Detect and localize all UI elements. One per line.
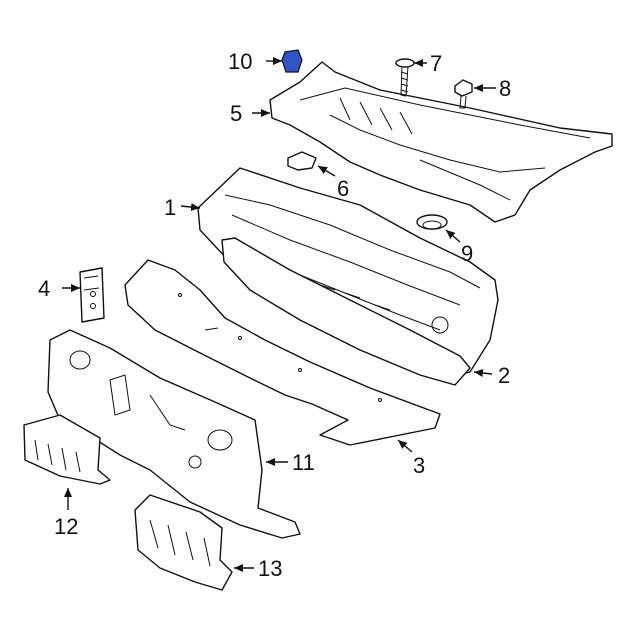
retainer-part-6	[287, 151, 317, 171]
leader-3	[397, 439, 413, 453]
cowl-top-panel	[269, 61, 613, 223]
callout-1: 1	[164, 195, 176, 220]
leader-9	[445, 229, 461, 243]
callout-5: 5	[230, 101, 242, 126]
leader-1	[180, 203, 201, 212]
callout-11: 11	[292, 450, 315, 475]
reinforcement-part-2	[221, 237, 471, 386]
callout-9: 9	[461, 241, 473, 266]
callout-4: 4	[38, 276, 50, 301]
support-bracket-part-13	[134, 494, 233, 591]
callout-3: 3	[413, 453, 425, 478]
bracket-part-4	[79, 267, 105, 323]
bolt-part-7	[395, 58, 415, 97]
leader-2	[473, 369, 493, 377]
clip-part-10	[281, 49, 303, 73]
callout-7: 7	[430, 51, 442, 76]
callout-13: 13	[258, 556, 282, 581]
side-bracket-part-12	[23, 414, 111, 485]
insulator-part-3	[124, 259, 441, 446]
cowl-panel-part-1	[197, 167, 499, 381]
callout-6: 6	[337, 176, 349, 201]
callout-2: 2	[498, 363, 510, 388]
callout-10: 10	[228, 49, 252, 74]
leader-6	[317, 165, 336, 177]
screw-part-8	[454, 79, 473, 109]
callout-8: 8	[499, 76, 511, 101]
callout-12: 12	[54, 514, 78, 539]
grommet-part-9	[416, 214, 448, 230]
